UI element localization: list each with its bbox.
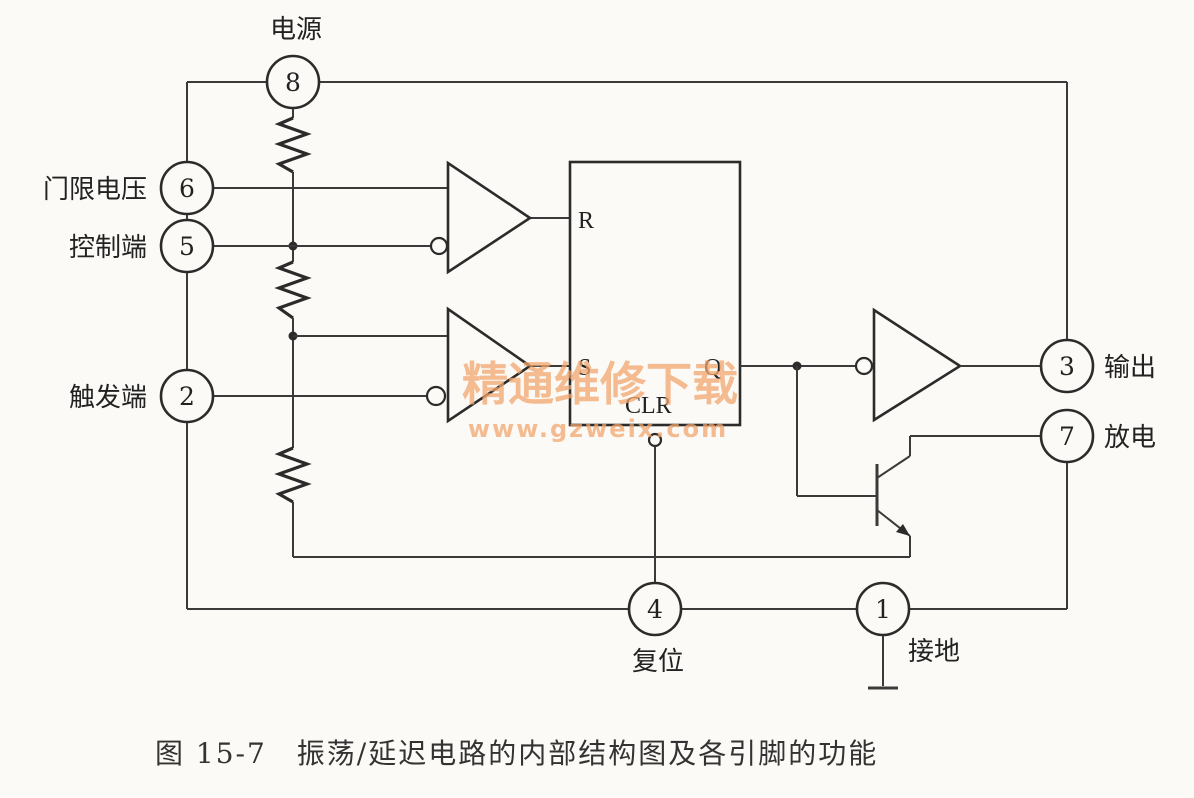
pin-4: 4 复位 xyxy=(627,581,684,677)
ff-q-label: Q xyxy=(704,355,721,381)
upper-comparator xyxy=(429,160,533,275)
inverting-bubble xyxy=(425,385,447,407)
ff-clr-label: CLR xyxy=(625,393,672,419)
pin-7: 7 放电 xyxy=(1039,408,1156,464)
pin-number: 3 xyxy=(1059,352,1075,381)
outer-frame xyxy=(186,81,1068,610)
output-stage xyxy=(740,307,1041,423)
pin-number: 5 xyxy=(179,232,195,261)
pin-number: 2 xyxy=(179,382,195,411)
pin-label-trigger: 触发端 xyxy=(69,383,147,413)
pin-2: 2 触发端 xyxy=(69,368,215,424)
inverting-bubble xyxy=(854,356,874,376)
resistor-top xyxy=(274,116,312,174)
watermark: 精通维修下载 www.gzweix.com xyxy=(462,357,738,443)
pin-1: 1 接地 xyxy=(855,581,960,667)
ff-r-label: R xyxy=(578,208,594,234)
lower-comparator xyxy=(425,306,533,424)
comparator-wiring xyxy=(213,187,570,397)
flip-flop: R S Q CLR xyxy=(568,160,742,583)
pin-label-control: 控制端 xyxy=(69,233,147,263)
pin-8: 8 电源 xyxy=(265,15,322,110)
pin-label-discharge: 放电 xyxy=(1104,423,1156,453)
discharge-transistor xyxy=(796,366,1041,540)
pin-label-output: 输出 xyxy=(1104,353,1156,383)
pin-label-threshold: 门限电压 xyxy=(43,175,147,205)
pin-label-power: 电源 xyxy=(270,15,322,45)
pin-5: 5 控制端 xyxy=(69,218,215,274)
watermark-title: 精通维修下载 xyxy=(462,357,738,411)
watermark-url: www.gzweix.com xyxy=(468,415,728,443)
pin-number: 4 xyxy=(647,595,663,624)
pin-number: 6 xyxy=(179,174,195,203)
inverting-bubble xyxy=(429,236,449,256)
pin-label-reset: 复位 xyxy=(632,647,684,677)
pin-number: 8 xyxy=(285,68,301,97)
resistor-divider xyxy=(274,108,911,558)
output-buffer xyxy=(872,307,963,423)
ff-s-label: S xyxy=(578,355,591,381)
resistor-middle xyxy=(274,260,312,320)
pin-label-ground: 接地 xyxy=(908,637,960,667)
pin-number: 1 xyxy=(875,595,891,624)
figure-caption: 图 15-7 振荡/延迟电路的内部结构图及各引脚的功能 xyxy=(155,737,878,770)
pin-3: 3 输出 xyxy=(1039,338,1156,394)
pin-6: 6 门限电压 xyxy=(43,160,215,216)
pin-number: 7 xyxy=(1059,422,1075,451)
resistor-bottom xyxy=(274,446,312,504)
ground-symbol xyxy=(868,635,898,690)
